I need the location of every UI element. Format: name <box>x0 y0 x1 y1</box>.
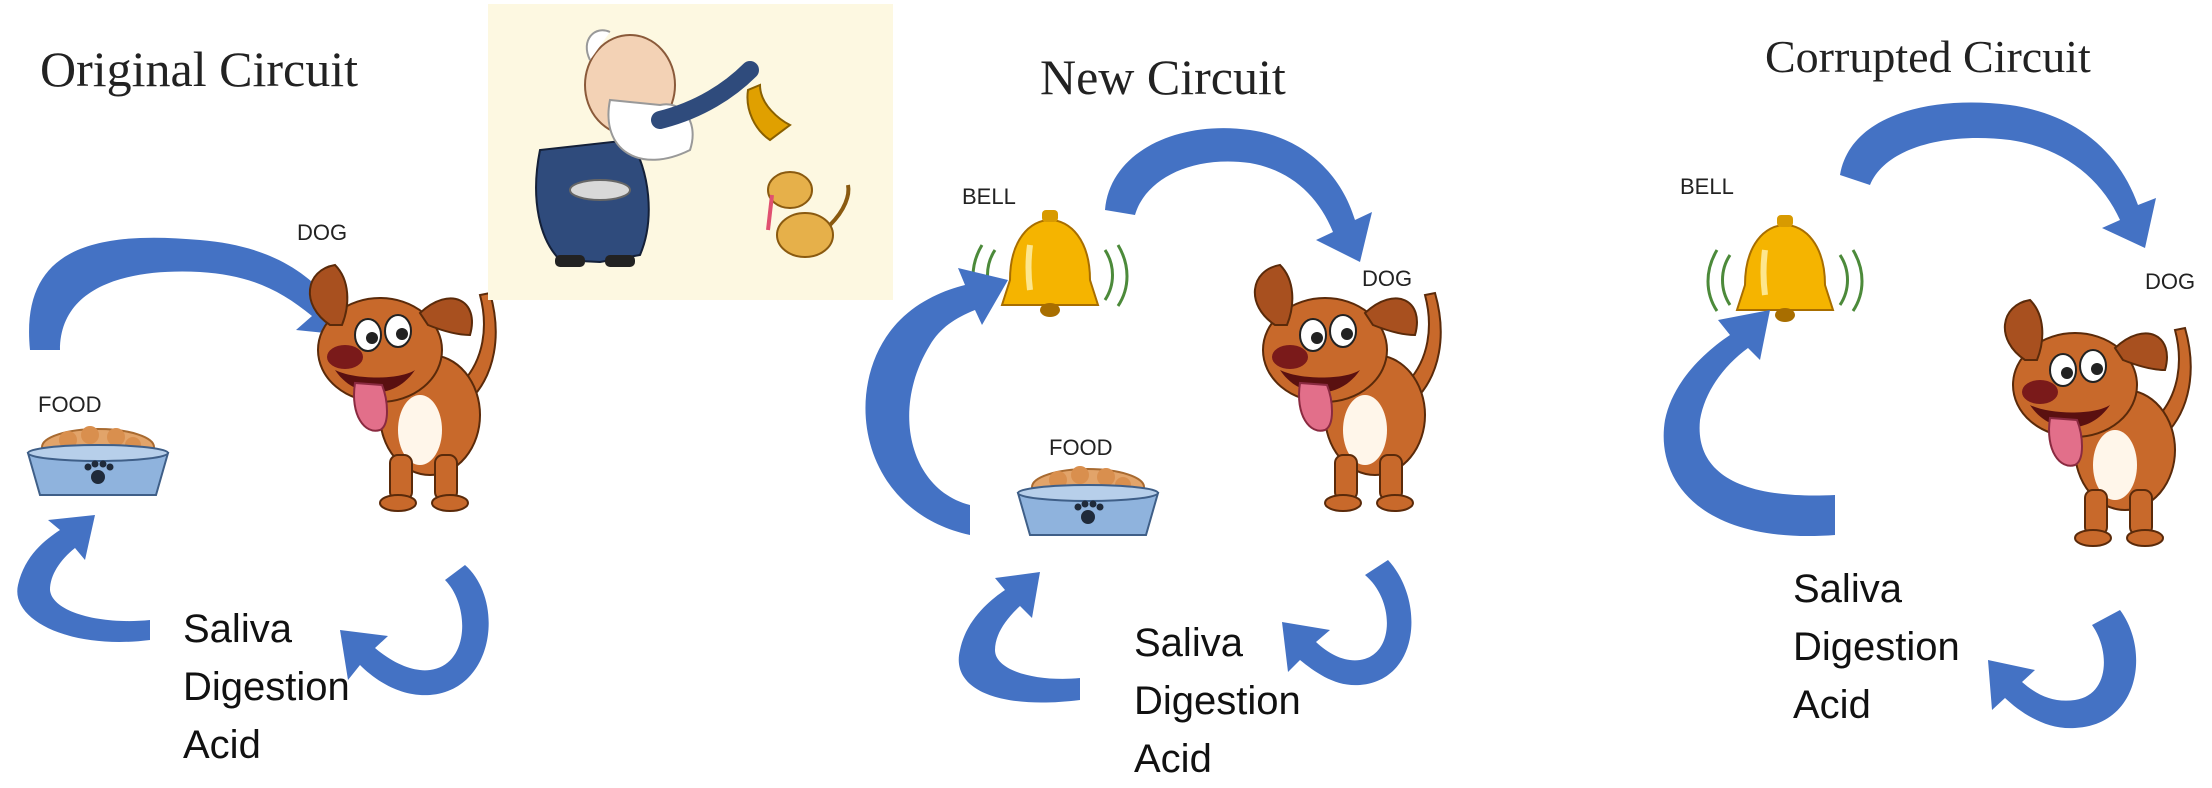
label-food: FOOD <box>1049 435 1113 461</box>
bell-icon <box>1708 215 1862 322</box>
panel-title-corrupted: Corrupted Circuit <box>1765 30 2091 83</box>
arrow-food-to-bell <box>865 268 1008 535</box>
response-digestion: Digestion <box>183 658 350 716</box>
panel-title-new: New Circuit <box>1040 48 1286 106</box>
arrow-bell-to-dog <box>1840 103 2156 248</box>
panel-title-original: Original Circuit <box>40 40 358 98</box>
response-digestion: Digestion <box>1793 618 1960 676</box>
arrow-food-to-dog <box>29 238 345 350</box>
response-list: Saliva Digestion Acid <box>183 600 350 774</box>
response-digestion: Digestion <box>1134 672 1301 730</box>
label-dog: DOG <box>297 220 347 246</box>
arrow-bell-to-dog <box>1105 128 1372 262</box>
response-saliva: Saliva <box>1134 614 1301 672</box>
dog-icon <box>310 265 496 511</box>
loop-arrow-food <box>959 572 1080 703</box>
loop-arrow-dog <box>1988 610 2136 728</box>
label-bell: BELL <box>1680 174 1734 200</box>
label-food: FOOD <box>38 392 102 418</box>
label-dog: DOG <box>1362 266 1412 292</box>
loop-arrow-food <box>17 515 150 642</box>
pavlov-cartoon <box>488 4 893 300</box>
food-bowl-icon <box>28 426 168 495</box>
dog-icon <box>2005 300 2191 546</box>
response-acid: Acid <box>183 716 350 774</box>
loop-arrow-bell <box>1664 310 1835 536</box>
response-saliva: Saliva <box>183 600 350 658</box>
response-acid: Acid <box>1134 730 1301 788</box>
response-list: Saliva Digestion Acid <box>1134 614 1301 788</box>
label-dog: DOG <box>2145 269 2195 295</box>
dog-icon <box>1255 265 1441 511</box>
loop-arrow-dog <box>1282 560 1411 685</box>
response-saliva: Saliva <box>1793 560 1960 618</box>
response-list: Saliva Digestion Acid <box>1793 560 1960 734</box>
loop-arrow-dog <box>340 565 489 695</box>
response-acid: Acid <box>1793 676 1960 734</box>
food-bowl-icon <box>1018 466 1158 535</box>
bell-icon <box>973 210 1127 317</box>
label-bell: BELL <box>962 184 1016 210</box>
